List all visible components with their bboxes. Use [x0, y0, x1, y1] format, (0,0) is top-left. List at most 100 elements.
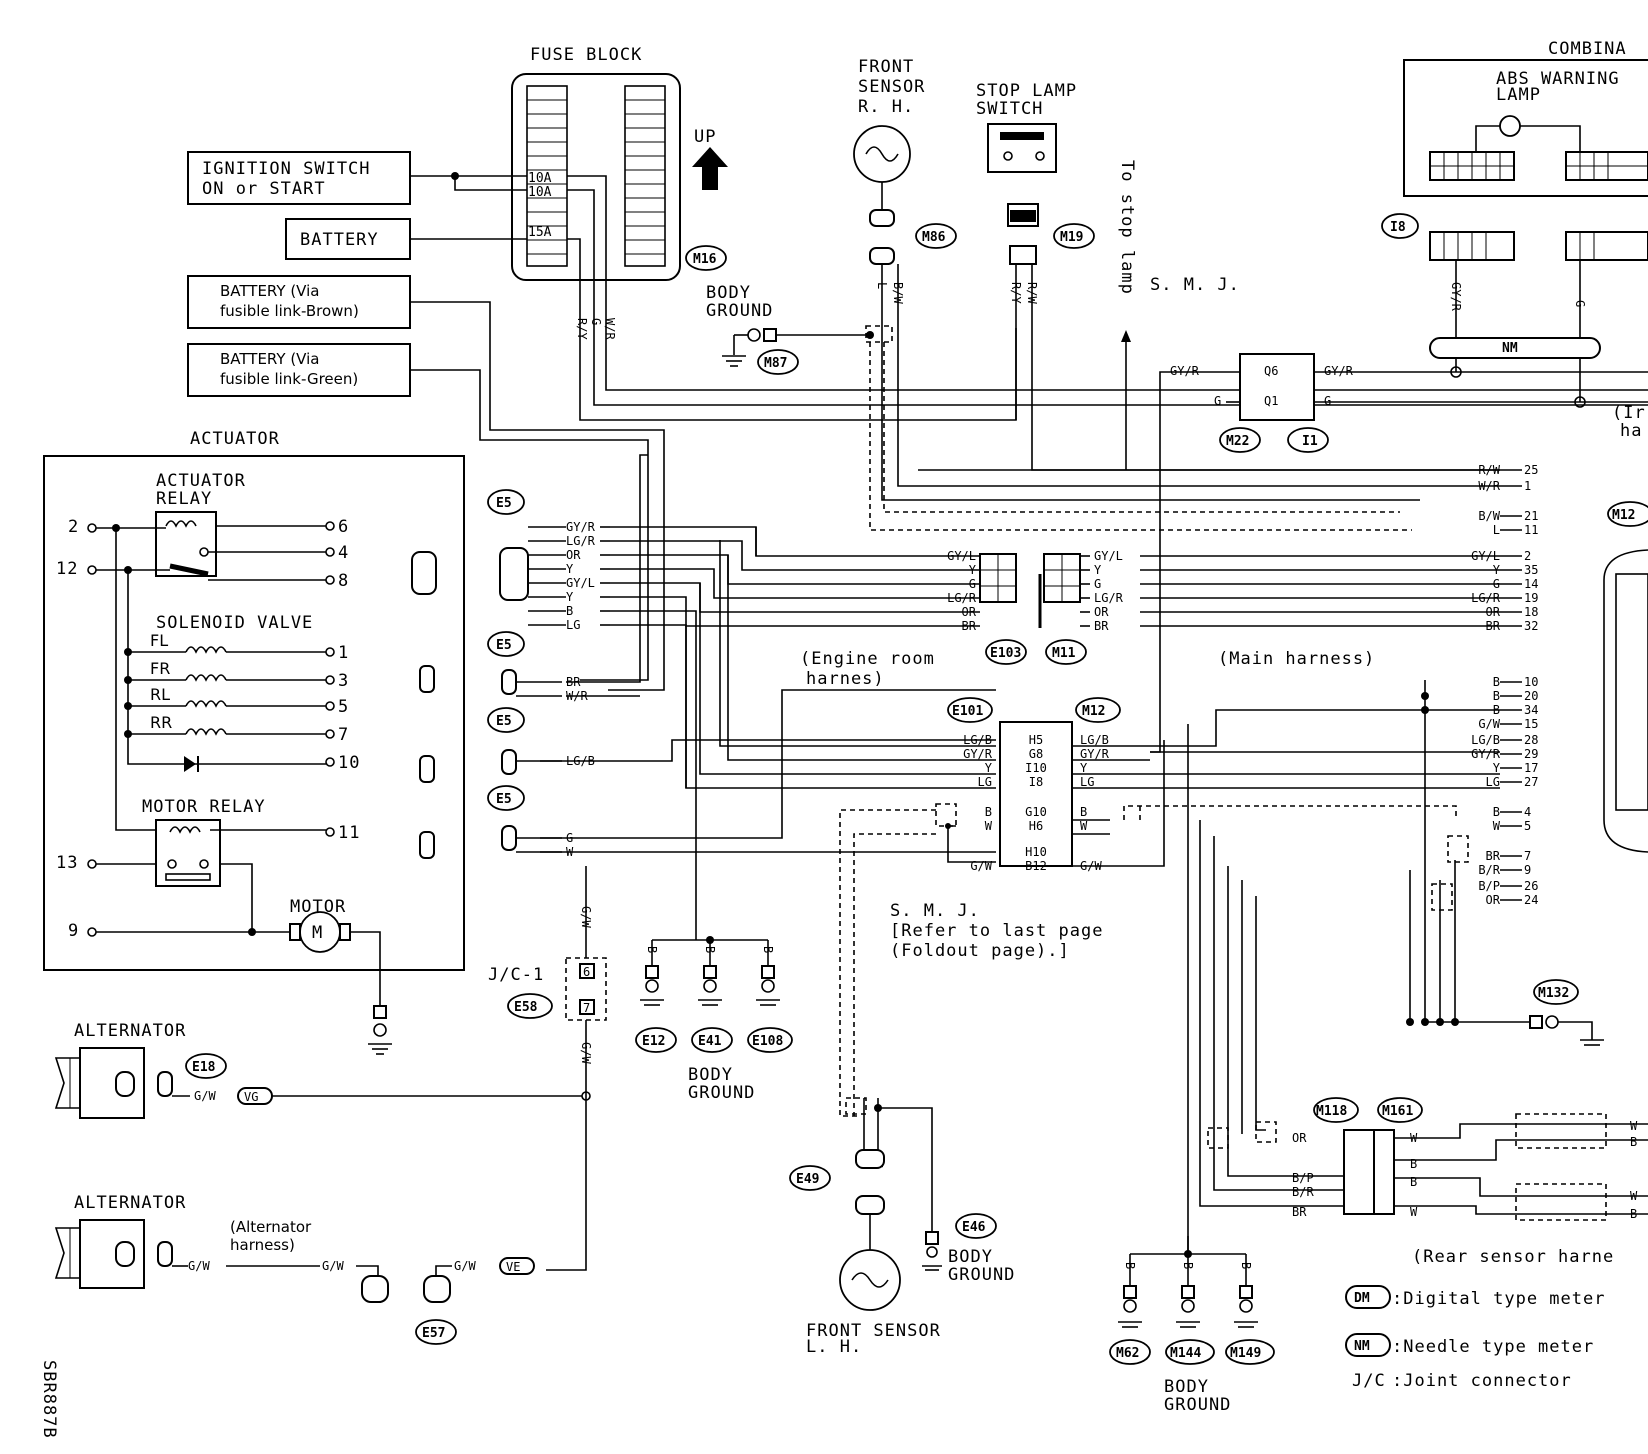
- svg-text:B: B: [1410, 1157, 1417, 1171]
- svg-text:GY/R: GY/R: [963, 747, 993, 761]
- svg-text:G/W: G/W: [579, 1042, 593, 1064]
- m12-pin-number: 28: [1524, 733, 1538, 747]
- svg-text:LG/B: LG/B: [963, 733, 992, 747]
- stop-lamp-line1: STOP LAMP: [976, 81, 1077, 101]
- svg-text::Needle type meter: :Needle type meter: [1392, 1337, 1594, 1357]
- battery-box: [285, 218, 411, 260]
- svg-text:GY/L: GY/L: [1094, 549, 1123, 563]
- fuse-label-2: 10A: [528, 185, 552, 200]
- svg-text:G/W: G/W: [188, 1259, 210, 1273]
- ignition-switch-box: [187, 151, 411, 205]
- svg-text:G: G: [1324, 394, 1331, 408]
- fuse-output-wire-labels: R/Y G W/R: [575, 318, 617, 340]
- svg-text:B: B: [1181, 1262, 1195, 1269]
- m118-connector: [1343, 1129, 1375, 1215]
- svg-text:M86: M86: [922, 230, 946, 245]
- svg-text::Digital type meter: :Digital type meter: [1392, 1289, 1605, 1309]
- i1-badge: [1287, 427, 1329, 453]
- actuator-title: ACTUATOR: [190, 429, 280, 449]
- svg-text:M87: M87: [764, 356, 787, 371]
- smj-top: S. M. J.: [1150, 275, 1240, 295]
- fuse-block-grid: [527, 99, 665, 255]
- svg-text:Y: Y: [566, 562, 574, 576]
- m87-badge: [757, 349, 799, 375]
- svg-text:BR: BR: [962, 619, 977, 633]
- svg-text:W: W: [1630, 1119, 1638, 1133]
- svg-text:9: 9: [68, 921, 79, 941]
- battery-green-box: [187, 343, 411, 397]
- body-ground-top-line2: GROUND: [706, 301, 773, 321]
- m12-pin-label: W/R: [1478, 479, 1500, 493]
- m12-pin-number: 29: [1524, 747, 1538, 761]
- svg-text:B: B: [703, 946, 717, 953]
- svg-text:GROUND: GROUND: [948, 1265, 1015, 1285]
- svg-text:RR: RR: [150, 713, 172, 732]
- m12-pin-number: 19: [1524, 591, 1538, 605]
- actuator-box: [43, 455, 465, 971]
- svg-text:G/W: G/W: [579, 906, 593, 928]
- combination-title: COMBINA: [1548, 39, 1627, 59]
- svg-text:M12: M12: [1612, 508, 1635, 523]
- fuse-block: [511, 73, 681, 281]
- svg-text:6: 6: [583, 965, 590, 979]
- svg-text:G8: G8: [1029, 747, 1043, 761]
- svg-text:2: 2: [68, 517, 79, 537]
- svg-text:12: 12: [56, 559, 78, 579]
- m12-pin-label: LG/B: [1471, 733, 1500, 747]
- m22-junction: [1239, 353, 1315, 421]
- svg-text:LG/R: LG/R: [566, 534, 596, 548]
- m12-pin-number: 24: [1524, 893, 1538, 907]
- svg-text:E41: E41: [698, 1034, 722, 1049]
- svg-text:E103: E103: [990, 646, 1021, 661]
- svg-text:E5: E5: [496, 496, 512, 511]
- svg-text:(Rear sensor harne: (Rear sensor harne: [1412, 1247, 1614, 1267]
- svg-text:GY/L: GY/L: [947, 549, 976, 563]
- svg-text:G/W: G/W: [970, 859, 992, 873]
- e101-badge: [947, 697, 993, 723]
- svg-text:NM: NM: [1502, 341, 1518, 356]
- svg-text:M12: M12: [1082, 704, 1105, 719]
- svg-text:3: 3: [338, 671, 349, 691]
- m12-badge: [1075, 697, 1121, 723]
- m12-pin-label: OR: [1486, 893, 1501, 907]
- svg-text:B: B: [1239, 1262, 1253, 1269]
- svg-text:10: 10: [338, 753, 360, 773]
- svg-text:M144: M144: [1170, 1346, 1201, 1361]
- battery-brown-line1: BATTERY (Via: [220, 282, 319, 300]
- svg-text:GY/R: GY/R: [1449, 282, 1463, 312]
- svg-text:NM: NM: [1354, 1339, 1370, 1354]
- svg-text:B12: B12: [1025, 859, 1047, 873]
- svg-text:B/R: B/R: [1292, 1185, 1314, 1199]
- svg-text:E12: E12: [642, 1034, 665, 1049]
- m12-pin-label: BR: [1486, 849, 1501, 863]
- svg-text:VE: VE: [506, 1260, 520, 1274]
- m12-pin-label: L: [1493, 523, 1500, 537]
- up-arrow-icon: [692, 147, 728, 190]
- svg-text:E46: E46: [962, 1220, 986, 1235]
- m132-badge: [1533, 979, 1579, 1005]
- svg-text:8: 8: [338, 571, 349, 591]
- svg-text:4: 4: [338, 543, 349, 563]
- svg-text:13: 13: [56, 853, 78, 873]
- svg-text:(Main harness): (Main harness): [1218, 649, 1375, 669]
- m12-pin-label: G/W: [1478, 717, 1500, 731]
- m12-pin-label: GY/R: [1471, 747, 1501, 761]
- svg-text:G10: G10: [1025, 805, 1047, 819]
- nm-bar: [1429, 337, 1601, 359]
- svg-text:Y: Y: [566, 590, 574, 604]
- m12-pin-label: LG: [1486, 775, 1500, 789]
- ignition-line2: ON or START: [202, 179, 326, 199]
- svg-text:harness): harness): [230, 1236, 295, 1254]
- svg-text:G: G: [969, 577, 976, 591]
- svg-text:ALTERNATOR: ALTERNATOR: [74, 1021, 186, 1041]
- svg-text:Y: Y: [1080, 761, 1088, 775]
- svg-text:W: W: [1410, 1131, 1418, 1145]
- svg-text:M161: M161: [1382, 1104, 1413, 1119]
- m12-pin-number: 25: [1524, 463, 1538, 477]
- svg-text:W: W: [985, 819, 993, 833]
- m161-connector: [1373, 1129, 1395, 1215]
- svg-text:BODY: BODY: [688, 1065, 733, 1085]
- front-sensor-rh-line2: SENSOR: [858, 77, 925, 97]
